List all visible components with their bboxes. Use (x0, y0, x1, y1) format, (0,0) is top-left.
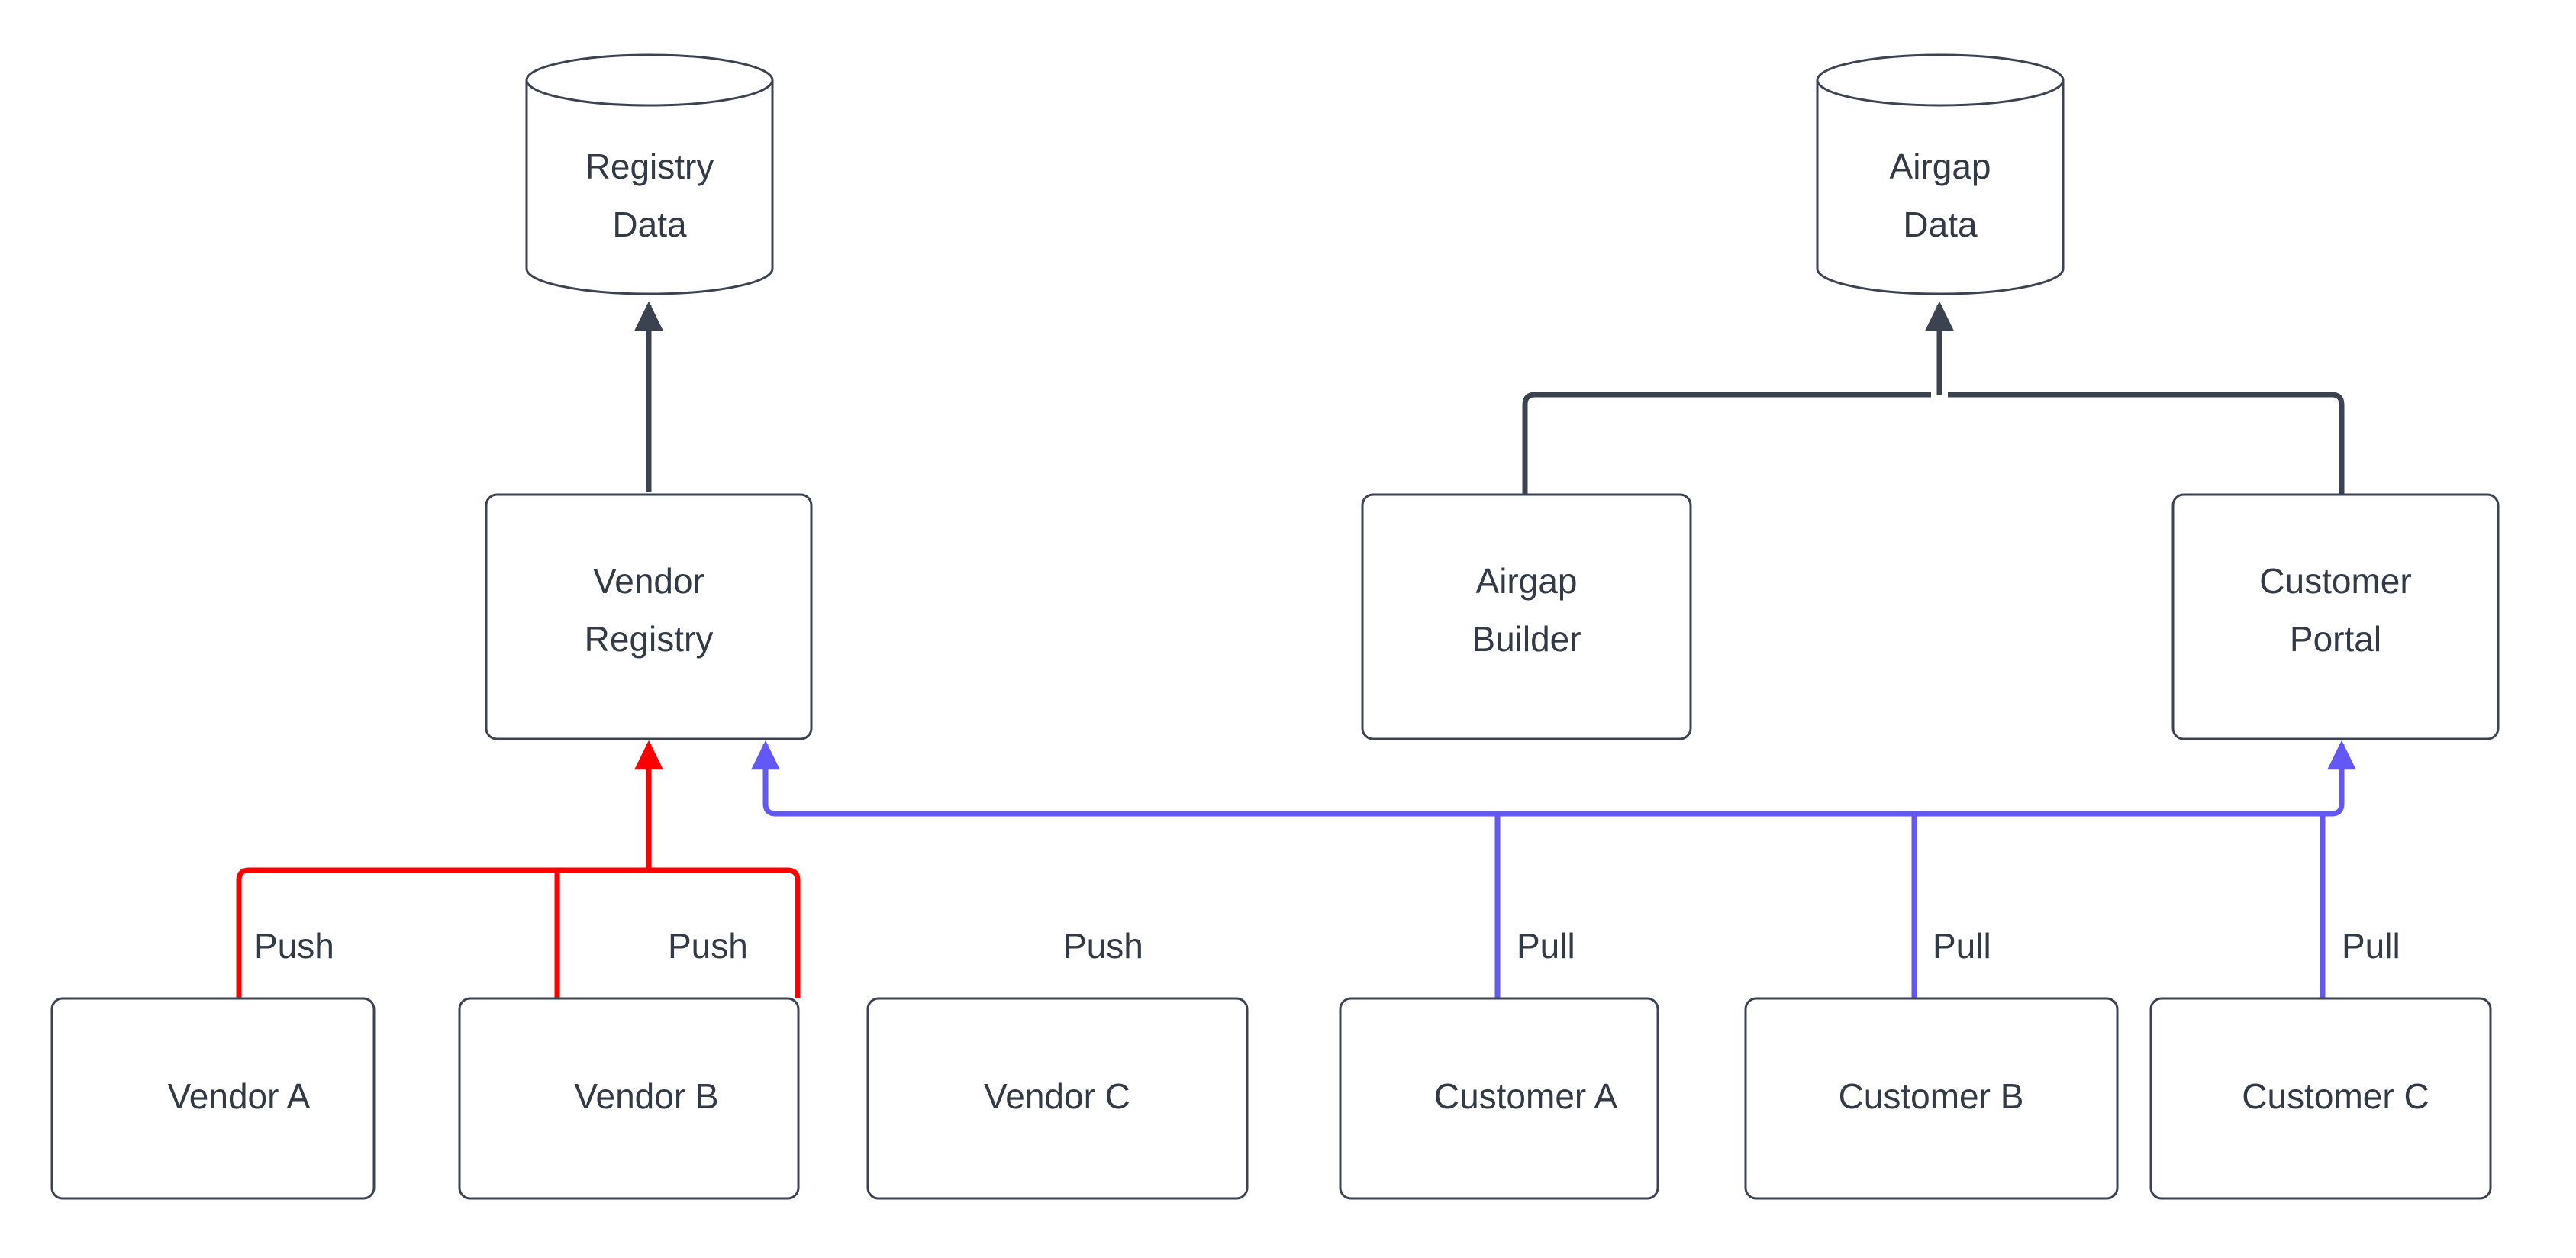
service-customer-portal[interactable]: Customer Portal (2171, 493, 2500, 740)
edge-label-push-c: Push (1063, 926, 1143, 966)
airgap-data-cylinder-body (1816, 79, 2065, 295)
customer-b-box (1744, 997, 2119, 1200)
registry-data-cylinder-body (525, 79, 774, 295)
customer-a-box (1339, 997, 1659, 1200)
actor-vendor-a[interactable]: Vendor A (50, 997, 376, 1200)
edge-label-pull-c: Pull (2342, 926, 2400, 966)
vendor-c-box (866, 997, 1249, 1200)
airgap-data-cylinder-top (1816, 53, 2065, 107)
actor-vendor-c[interactable]: Vendor C (866, 997, 1249, 1200)
edge-airgap-builder-to-airgap-data (1522, 392, 1931, 495)
registry-data-label-line1: Registry (585, 147, 714, 186)
airgap-builder-label-line1: Airgap (1476, 561, 1578, 601)
service-airgap-builder[interactable]: Airgap Builder (1361, 493, 1692, 740)
edge-customer-portal-to-airgap-data (1948, 392, 2345, 495)
customer-c-label: Customer C (2242, 1076, 2429, 1116)
customer-portal-label-line2: Portal (2290, 619, 2381, 659)
actor-customer-b[interactable]: Customer B (1744, 997, 2119, 1200)
datastore-airgap-data[interactable]: Airgap Data (1816, 53, 2065, 295)
vendor-a-label: Vendor A (168, 1076, 311, 1116)
customer-b-label: Customer B (1839, 1076, 2024, 1116)
vendor-c-label: Vendor C (984, 1076, 1130, 1116)
customer-c-box (2149, 997, 2492, 1200)
airgap-data-label-line1: Airgap (1890, 147, 1991, 186)
registry-data-label-line2: Data (612, 205, 687, 244)
edge-label-push-a: Push (254, 926, 334, 966)
airgap-builder-box (1361, 493, 1692, 740)
vendor-registry-label-line1: Vendor (593, 561, 704, 601)
vendor-registry-label-line2: Registry (585, 619, 714, 659)
edge-label-pull-b: Pull (1933, 926, 1991, 966)
edge-label-pull-a: Pull (1517, 926, 1575, 966)
vendor-b-box (458, 997, 800, 1200)
customer-a-label: Customer A (1434, 1076, 1618, 1116)
vendor-b-label: Vendor B (574, 1076, 718, 1116)
airgap-builder-label-line2: Builder (1472, 619, 1581, 659)
edge-push-bus (236, 867, 801, 998)
registry-data-cylinder-top (525, 53, 774, 107)
actor-customer-a[interactable]: Customer A (1339, 997, 1659, 1200)
airgap-data-label-line2: Data (1903, 205, 1978, 244)
datastore-registry-data[interactable]: Registry Data (525, 53, 774, 295)
vendor-registry-box (485, 493, 813, 740)
customer-portal-box (2171, 493, 2500, 740)
edge-label-push-b: Push (668, 926, 748, 966)
edge-pull-bus (762, 744, 2345, 817)
service-vendor-registry[interactable]: Vendor Registry (485, 493, 813, 740)
vendor-a-box (50, 997, 376, 1200)
actor-vendor-b[interactable]: Vendor B (458, 997, 800, 1200)
actor-customer-c[interactable]: Customer C (2149, 997, 2492, 1200)
customer-portal-label-line1: Customer (2259, 561, 2411, 601)
